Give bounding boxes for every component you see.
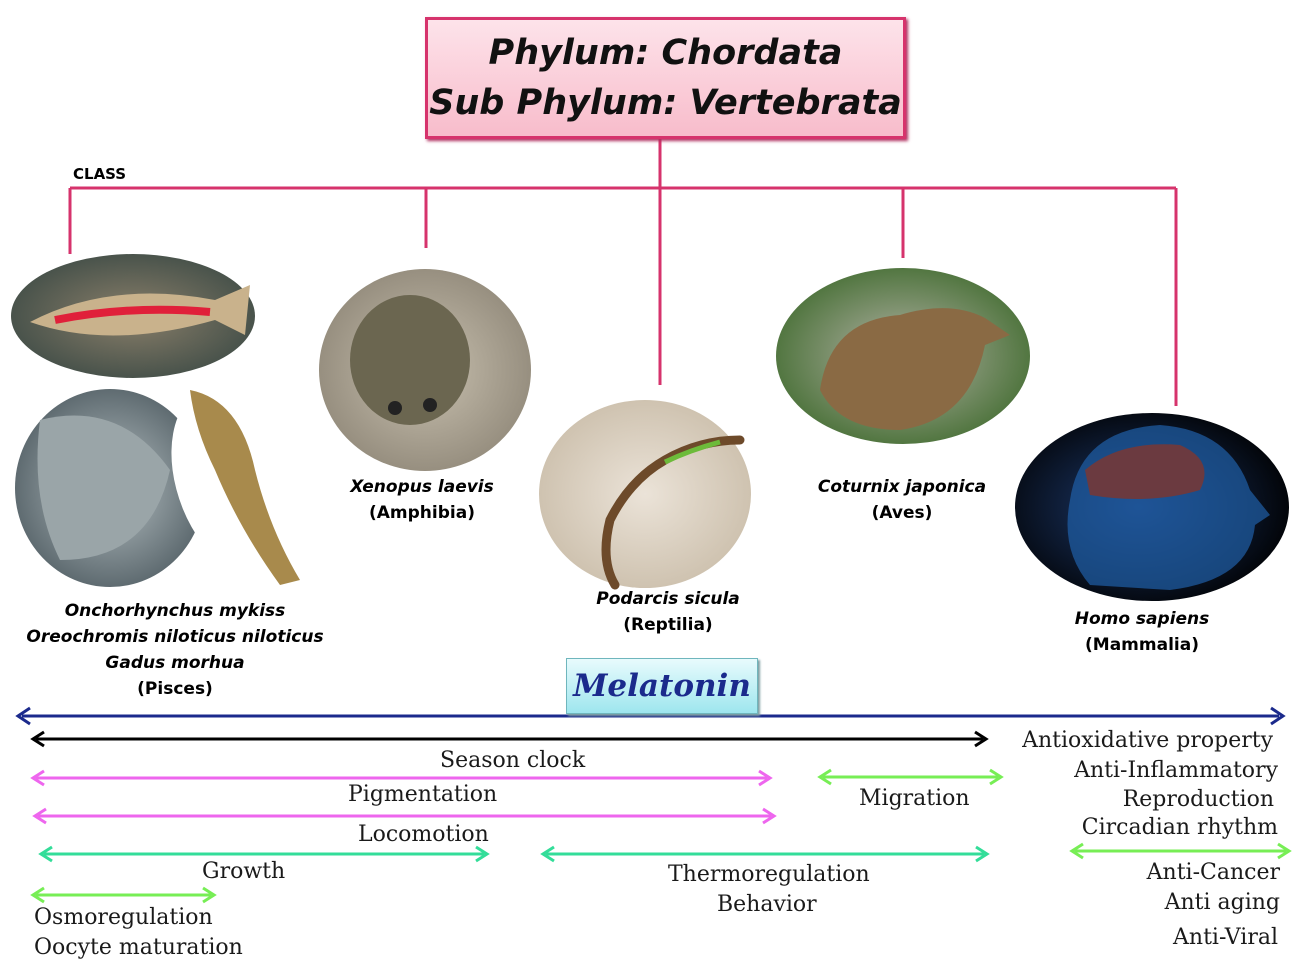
trout-image xyxy=(11,254,255,378)
season-clock-label: Season clock xyxy=(440,748,586,773)
mammalia-class: (Mammalia) xyxy=(1085,635,1199,655)
amphibia-class: (Amphibia) xyxy=(369,503,475,523)
thermoregulation-label: Thermoregulation xyxy=(668,862,870,887)
tilapia-image xyxy=(15,389,205,587)
pisces-class: (Pisces) xyxy=(137,679,213,699)
aves-species: Coturnix japonica xyxy=(817,477,987,497)
growth-label: Growth xyxy=(202,859,286,884)
melatonin-box: Melatonin xyxy=(566,658,758,714)
mammalia-species: Homo sapiens xyxy=(1074,609,1210,629)
brain-image xyxy=(1015,413,1289,601)
anti-cancer-label: Anti-Cancer xyxy=(1146,860,1280,885)
thermoregulation-arrow xyxy=(540,845,990,863)
cod-image xyxy=(171,384,317,585)
pigmentation-label: Pigmentation xyxy=(348,782,498,807)
circadian-label: Circadian rhythm xyxy=(1081,815,1278,840)
amphibia-label: Xenopus laevis (Amphibia) xyxy=(322,474,522,526)
oocyte-label: Oocyte maturation xyxy=(34,935,243,960)
reptilia-class: (Reptilia) xyxy=(623,615,713,635)
phylum-title: Phylum: Chordata xyxy=(488,33,843,73)
osmoregulation-arrow xyxy=(30,886,217,904)
anti-aging-label: Anti aging xyxy=(1164,890,1280,915)
behavior-label: Behavior xyxy=(717,892,817,917)
frog-image xyxy=(319,269,531,471)
pigmentation-arrow xyxy=(30,769,773,787)
anti-viral-label: Anti-Viral xyxy=(1173,925,1278,950)
quail-image xyxy=(776,268,1030,444)
subphylum-title: Sub Phylum: Vertebrata xyxy=(429,83,902,123)
pisces-species-3: Gadus morhua xyxy=(105,653,245,673)
migration-arrow xyxy=(817,768,1004,786)
amphibia-species: Xenopus laevis xyxy=(350,477,494,497)
antioxidative-label: Antioxidative property xyxy=(1022,728,1273,753)
pisces-species-1: Onchorhynchus mykiss xyxy=(64,601,286,621)
phylum-title-box: Phylum: Chordata Sub Phylum: Vertebrata xyxy=(425,17,906,139)
migration-label: Migration xyxy=(859,786,970,811)
class-tree xyxy=(68,135,1178,406)
reptilia-label: Podarcis sicula (Reptilia) xyxy=(568,586,768,638)
melatonin-arrow xyxy=(15,706,1286,726)
osmoregulation-label: Osmoregulation xyxy=(34,905,213,930)
reptilia-species: Podarcis sicula xyxy=(596,589,740,609)
growth-arrow xyxy=(38,845,490,863)
anti-inflammatory-label: Anti-Inflammatory xyxy=(1074,758,1278,783)
locomotion-label: Locomotion xyxy=(358,822,489,847)
lizard-image xyxy=(539,400,751,590)
mammal-arrow xyxy=(1069,842,1292,860)
aves-class: (Aves) xyxy=(871,503,933,523)
locomotion-arrow xyxy=(32,807,777,825)
reproduction-label: Reproduction xyxy=(1122,787,1274,812)
pisces-species-2: Oreochromis niloticus niloticus xyxy=(26,627,324,647)
aves-label: Coturnix japonica (Aves) xyxy=(800,474,1004,526)
season-clock-arrow xyxy=(30,730,989,748)
pisces-label: Onchorhynchus mykiss Oreochromis nilotic… xyxy=(25,598,325,702)
class-label: CLASS xyxy=(73,165,127,183)
mammalia-label: Homo sapiens (Mammalia) xyxy=(1042,606,1242,658)
